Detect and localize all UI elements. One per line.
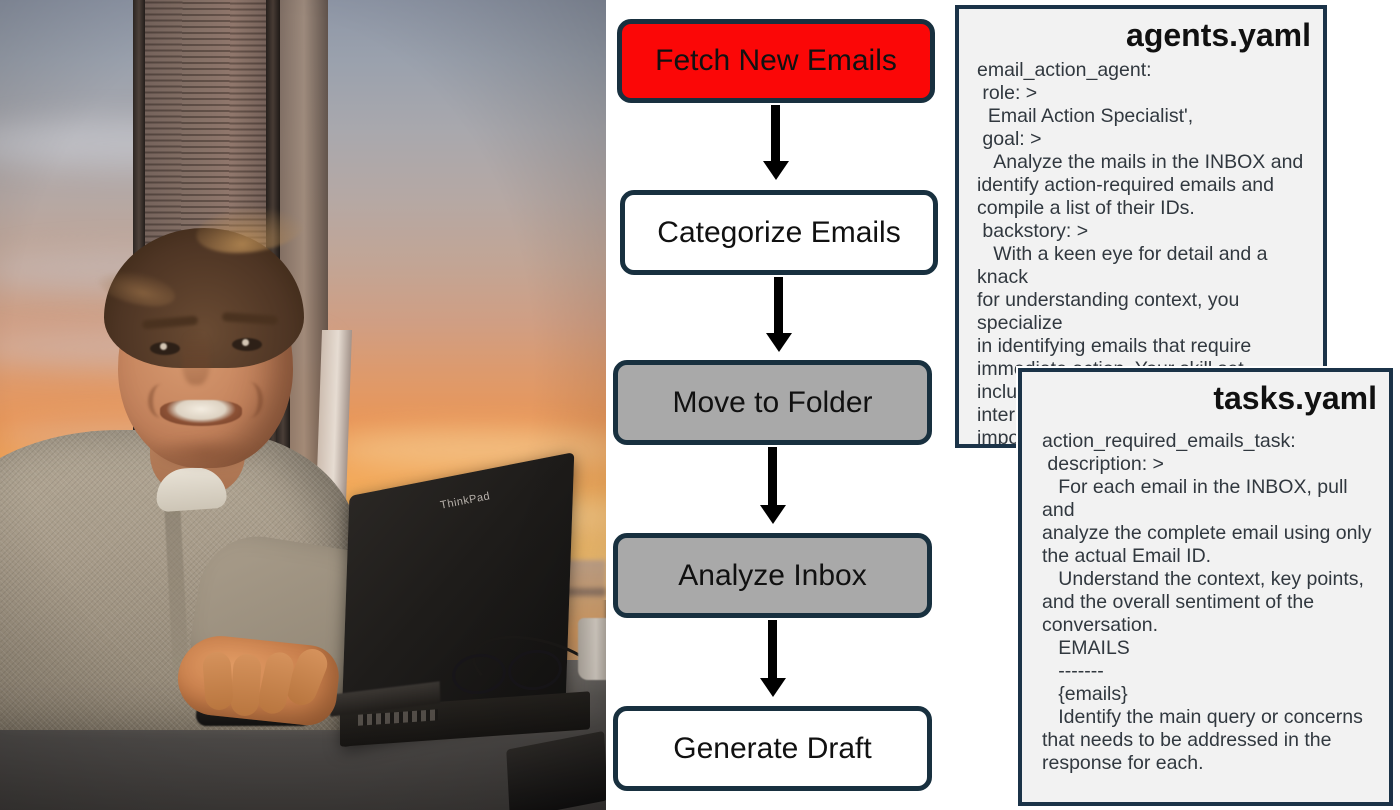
flow-node-label: Generate Draft xyxy=(673,731,872,765)
eyeglass-lens-left xyxy=(449,650,509,698)
flow-arrow-line-2 xyxy=(774,277,783,335)
tasks-yaml-body: action_required_emails_task: description… xyxy=(1042,429,1372,774)
eyeglasses xyxy=(449,646,565,698)
flow-node-label: Categorize Emails xyxy=(657,215,901,249)
eyeglass-lens-right xyxy=(505,646,565,694)
smiling-mouth xyxy=(160,400,242,426)
tasks-yaml-title: tasks.yaml xyxy=(1213,380,1377,416)
nose xyxy=(182,330,210,385)
flow-arrow-line-3 xyxy=(768,447,777,507)
flow-node-fetch-new-emails[interactable]: Fetch New Emails xyxy=(617,19,935,103)
finger xyxy=(229,653,263,717)
flow-node-analyze-inbox[interactable]: Analyze Inbox xyxy=(613,533,932,618)
eye-highlight xyxy=(160,343,167,350)
flow-node-generate-draft[interactable]: Generate Draft xyxy=(613,706,932,791)
flow-node-label: Move to Folder xyxy=(672,385,873,419)
flow-arrow-head-4 xyxy=(760,678,786,697)
flow-arrow-head-1 xyxy=(763,161,789,180)
flow-node-move-to-folder[interactable]: Move to Folder xyxy=(613,360,932,445)
finger xyxy=(202,651,234,711)
flow-node-label: Fetch New Emails xyxy=(655,44,897,77)
chin-shadow xyxy=(150,436,260,470)
flow-node-categorize-emails[interactable]: Categorize Emails xyxy=(620,190,938,275)
flow-arrow-line-4 xyxy=(768,620,777,680)
smile-crease-right xyxy=(236,382,263,418)
tasks-yaml-panel[interactable]: tasks.yaml action_required_emails_task: … xyxy=(1018,368,1393,806)
flow-node-label: Analyze Inbox xyxy=(678,558,867,592)
email-workflow-flowchart: Fetch New Emails Categorize Emails Move … xyxy=(606,0,956,810)
cup xyxy=(578,618,606,680)
flow-arrow-head-3 xyxy=(760,505,786,524)
smile-crease-left xyxy=(148,384,175,418)
agents-yaml-title: agents.yaml xyxy=(1126,17,1311,53)
flow-arrow-line-1 xyxy=(771,105,780,163)
person-at-desk-photo: ThinkPad xyxy=(0,0,606,810)
flow-arrow-head-2 xyxy=(766,333,792,352)
eye-highlight xyxy=(242,339,249,346)
